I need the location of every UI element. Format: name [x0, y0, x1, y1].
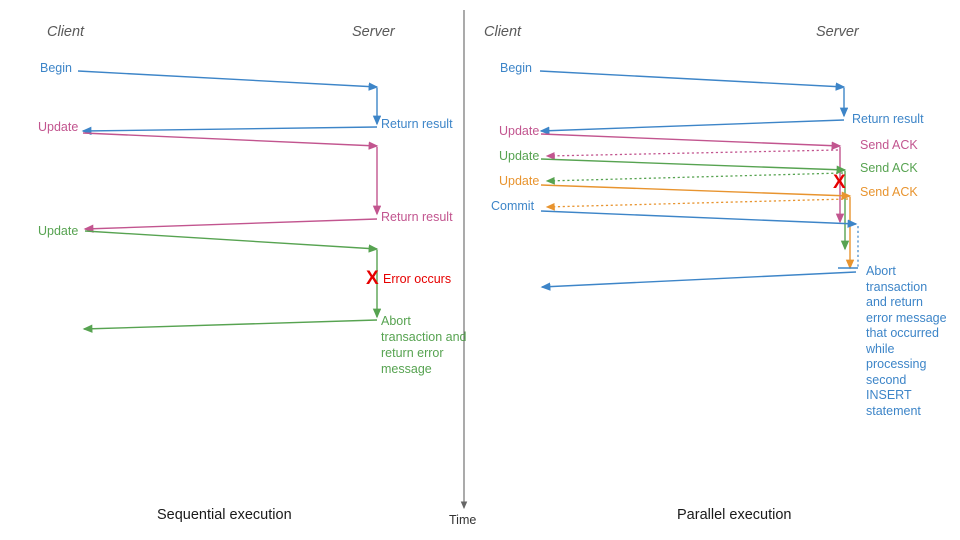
right-message-commit: Commit: [491, 199, 535, 213]
left-arrow-return-1: [81, 126, 378, 136]
right-arrow-ack-3: [545, 198, 849, 211]
left-panel-caption: Sequential execution: [157, 507, 292, 523]
right-lane-title-client: Client: [484, 24, 522, 40]
right-arrow-ack-1: [545, 149, 839, 160]
right-lane-title-server: Server: [816, 24, 859, 40]
left-arrow-return-2: [83, 218, 378, 233]
right-arrow-begin: [539, 70, 849, 118]
right-message-update-1: Update: [499, 124, 540, 138]
left-panel-arrows: [77, 70, 382, 333]
right-arrow-update-1: [540, 133, 845, 224]
left-message-update-1: Update: [38, 120, 79, 134]
right-message-send-ack-1: Send ACK: [860, 138, 918, 152]
left-lane-title-server: Server: [352, 24, 395, 40]
left-message-return-result-2: Return result: [381, 210, 453, 224]
right-message-abort: Abort transaction and return error messa…: [866, 264, 947, 418]
left-lane-title-client: Client: [47, 24, 85, 40]
left-arrow-update-1: [82, 132, 382, 216]
left-arrow-begin: [77, 70, 382, 126]
right-panel-arrows: [539, 70, 859, 291]
left-arrow-abort: [82, 319, 378, 333]
right-message-send-ack-3: Send ACK: [860, 185, 918, 199]
right-arrow-return-1: [539, 119, 845, 135]
time-axis-label: Time: [449, 513, 477, 527]
right-arrow-update-3: [540, 184, 855, 270]
left-arrow-update-2: [84, 230, 382, 319]
right-message-return-result: Return result: [852, 112, 924, 126]
left-message-begin: Begin: [40, 61, 72, 75]
right-arrow-update-2: [540, 158, 850, 251]
right-arrow-ack-2: [545, 172, 844, 185]
right-message-update-2: Update: [499, 149, 540, 163]
right-arrow-commit: [540, 210, 859, 269]
left-message-error-occurs: Error occurs: [383, 272, 452, 286]
right-panel-caption: Parallel execution: [677, 507, 792, 523]
right-message-update-3: Update: [499, 174, 540, 188]
right-arrow-abort: [540, 271, 857, 291]
left-message-return-result-1: Return result: [381, 117, 453, 131]
left-message-abort: Abort transaction and return error messa…: [381, 314, 467, 376]
right-message-begin: Begin: [500, 61, 532, 75]
error-marker-icon-right: X: [833, 172, 846, 193]
error-marker-icon-left: X: [366, 268, 379, 289]
left-message-update-2: Update: [38, 224, 79, 238]
right-message-send-ack-2: Send ACK: [860, 161, 918, 175]
